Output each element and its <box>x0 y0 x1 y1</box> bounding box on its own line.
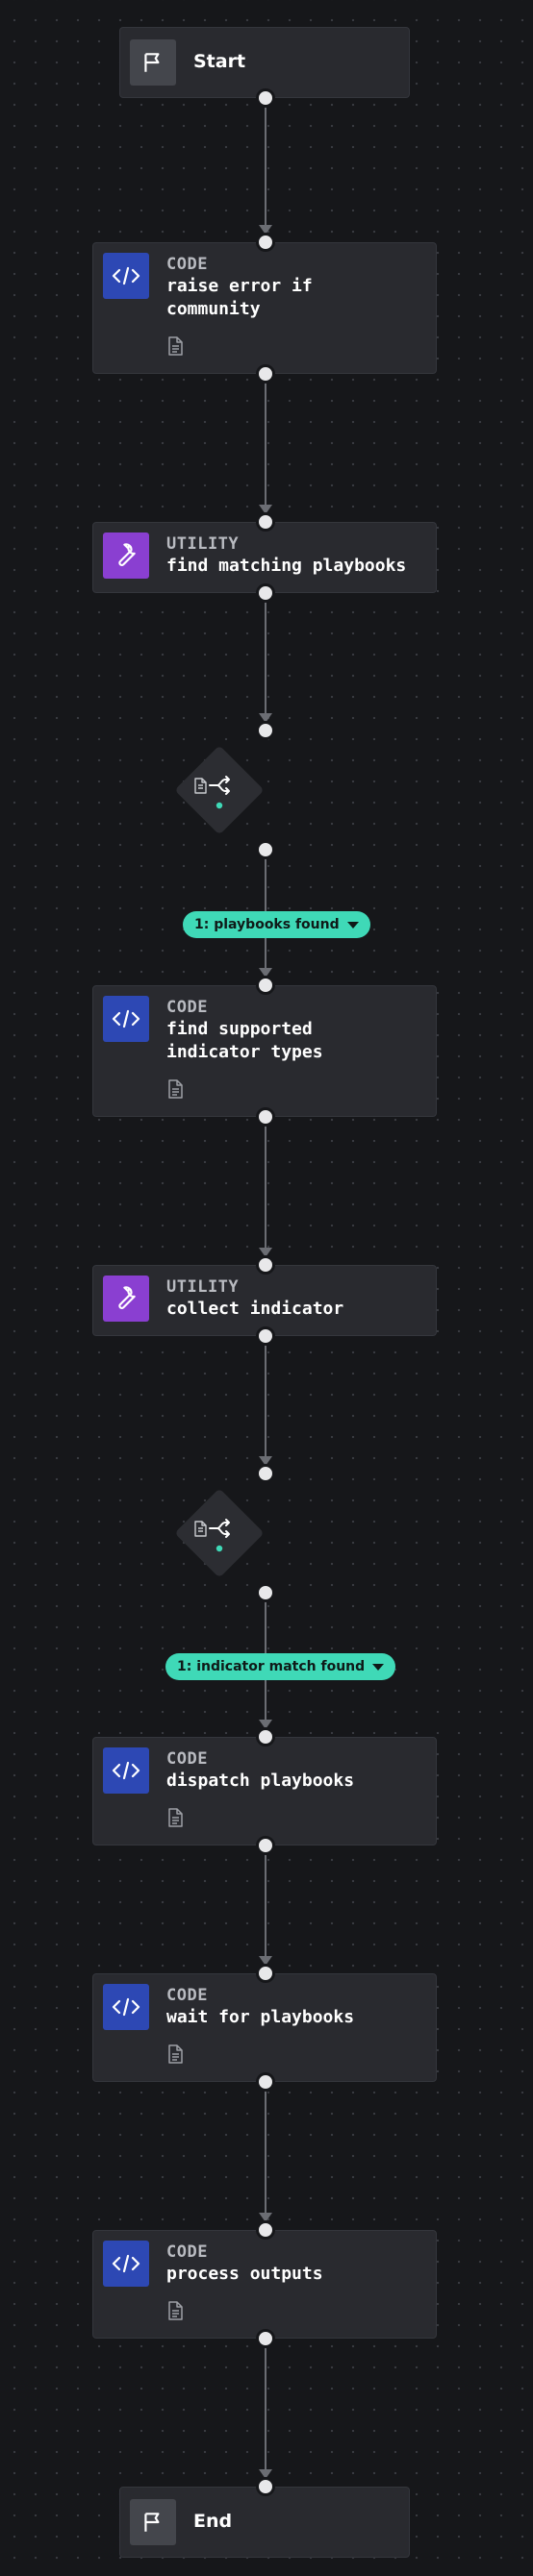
branch-label-text: 1: playbooks found <box>194 917 340 932</box>
code-block-find-supported-indicator-types[interactable]: CODE find supported indicator types <box>92 985 437 1117</box>
decision-status-dot <box>216 802 223 809</box>
node-type-label: CODE <box>166 1986 208 2005</box>
connection-port[interactable] <box>256 1583 275 1602</box>
node-title: process outputs <box>166 2264 323 2284</box>
decision-node-playbooks[interactable] <box>174 745 265 835</box>
document-icon[interactable] <box>166 1079 184 1102</box>
connection-port[interactable] <box>256 1326 275 1346</box>
code-block-dispatch-playbooks[interactable]: CODE dispatch playbooks <box>92 1737 437 1845</box>
connection-port[interactable] <box>256 1107 275 1127</box>
connection-port[interactable] <box>256 721 275 740</box>
decision-split-icon <box>209 1519 230 1538</box>
flag-icon <box>130 39 176 86</box>
connection-port[interactable] <box>256 2072 275 2092</box>
branch-label-playbooks-found[interactable]: 1: playbooks found <box>183 911 370 938</box>
caret-down-icon <box>372 1663 385 1671</box>
connection-port[interactable] <box>256 976 275 995</box>
document-icon[interactable] <box>166 2044 184 2068</box>
document-icon[interactable] <box>166 336 184 359</box>
connection-port[interactable] <box>256 512 275 532</box>
decision-node-indicator[interactable] <box>174 1488 265 1578</box>
node-title: dispatch playbooks <box>166 1771 355 1791</box>
node-title: collect indicator <box>166 1299 344 1319</box>
document-icon[interactable] <box>166 2301 184 2324</box>
connection-port[interactable] <box>256 2220 275 2240</box>
start-label: Start <box>193 51 246 72</box>
node-title: find matching playbooks <box>166 556 407 576</box>
code-block-wait-for-playbooks[interactable]: CODE wait for playbooks <box>92 1973 437 2082</box>
node-title: raise error if community <box>166 276 313 319</box>
start-node[interactable]: Start <box>119 27 410 98</box>
utility-block-collect-indicator[interactable]: UTILITY collect indicator <box>92 1265 437 1336</box>
document-icon <box>194 778 207 794</box>
node-type-label: UTILITY <box>166 534 240 554</box>
code-block-process-outputs[interactable]: CODE process outputs <box>92 2230 437 2339</box>
wrench-icon <box>103 1276 149 1322</box>
decision-split-icon <box>209 776 230 795</box>
branch-label-indicator-match-found[interactable]: 1: indicator match found <box>165 1653 396 1680</box>
code-block-raise-error-if-community[interactable]: CODE raise error if community <box>92 242 437 374</box>
branch-label-text: 1: indicator match found <box>177 1659 366 1674</box>
connection-port[interactable] <box>256 1727 275 1746</box>
decision-status-dot <box>216 1545 223 1552</box>
wrench-icon <box>103 533 149 579</box>
connection-port[interactable] <box>256 2329 275 2348</box>
connection-port[interactable] <box>256 364 275 384</box>
connection-port[interactable] <box>256 1836 275 1855</box>
utility-block-find-matching-playbooks[interactable]: UTILITY find matching playbooks <box>92 522 437 593</box>
document-icon <box>194 1521 207 1537</box>
document-icon[interactable] <box>166 1808 184 1831</box>
end-label: End <box>193 2511 233 2532</box>
end-node[interactable]: End <box>119 2487 410 2558</box>
connection-port[interactable] <box>256 840 275 859</box>
connection-port[interactable] <box>256 1255 275 1275</box>
flag-icon <box>130 2499 176 2545</box>
code-icon <box>103 1747 149 1794</box>
node-type-label: UTILITY <box>166 1277 240 1297</box>
connection-port[interactable] <box>256 2477 275 2496</box>
connection-port[interactable] <box>256 583 275 603</box>
node-type-label: CODE <box>166 2242 208 2262</box>
node-type-label: CODE <box>166 1749 208 1769</box>
connection-port[interactable] <box>256 88 275 108</box>
code-icon <box>103 2241 149 2287</box>
connection-port[interactable] <box>256 1964 275 1983</box>
node-type-label: CODE <box>166 255 208 274</box>
connection-port[interactable] <box>256 233 275 252</box>
caret-down-icon <box>346 921 359 929</box>
node-title: wait for playbooks <box>166 2007 355 2027</box>
connection-port[interactable] <box>256 1464 275 1483</box>
code-icon <box>103 1984 149 2030</box>
node-title: find supported indicator types <box>166 1019 323 1062</box>
code-icon <box>103 996 149 1042</box>
node-type-label: CODE <box>166 998 208 1017</box>
code-icon <box>103 253 149 299</box>
